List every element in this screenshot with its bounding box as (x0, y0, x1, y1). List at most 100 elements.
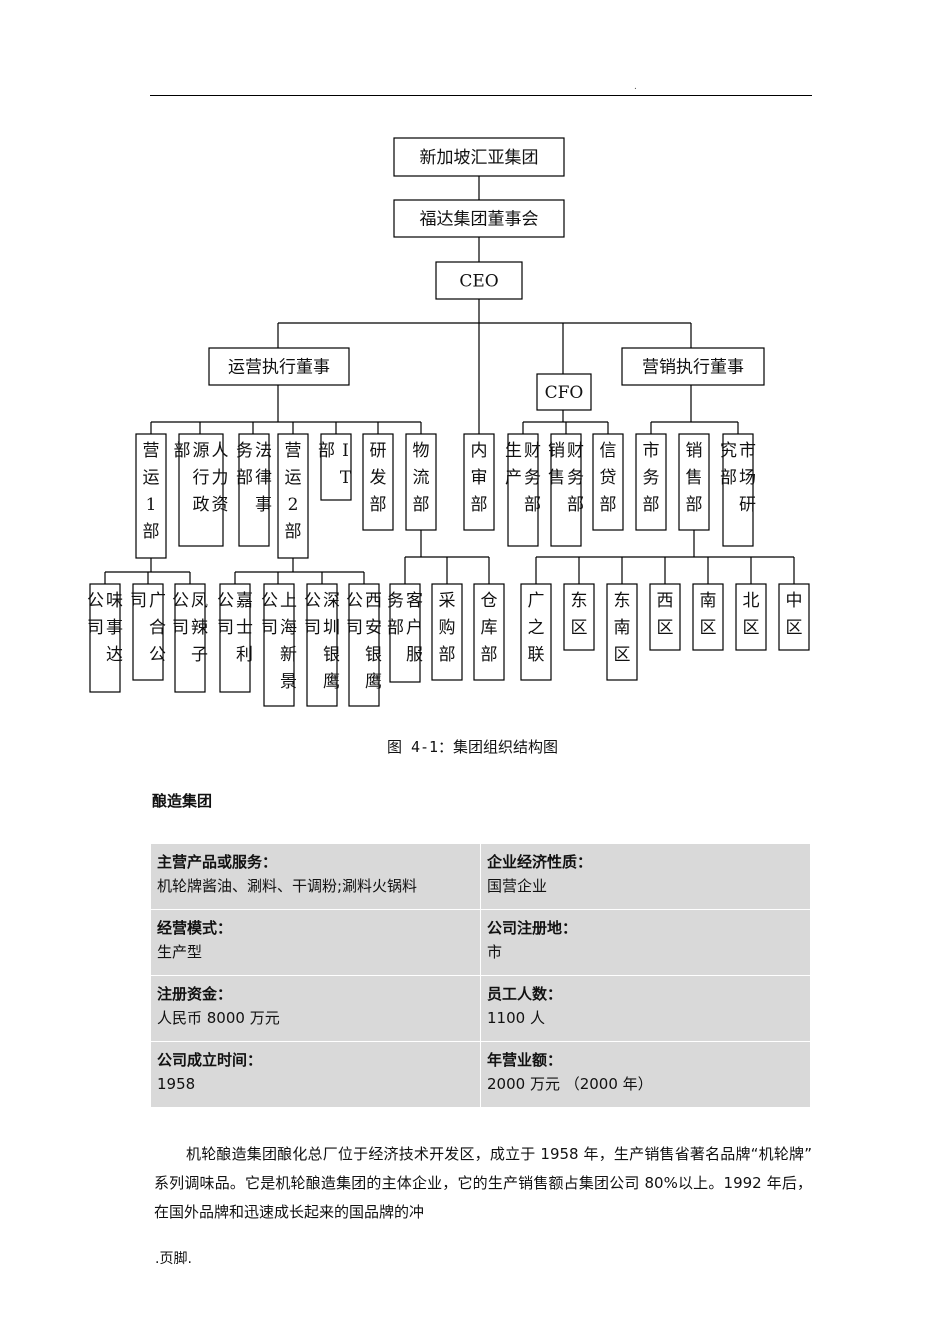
node-region-3-label: 东南区 (614, 591, 631, 665)
node-board: 福达集团董事会 (393, 199, 565, 238)
node-ops-unit-2-label: 人力资源行政部 (174, 441, 229, 515)
node-cfo-unit-3-label: 信贷部 (600, 441, 617, 515)
node-region-5: 南区 (692, 583, 724, 651)
info-value: 机轮牌酱油、涮料、干调粉;涮料火锅料 (157, 877, 418, 895)
node-region-2-label: 东区 (571, 591, 588, 638)
node-region-4-label: 西区 (657, 591, 674, 638)
info-label: 主营产品或服务： (157, 853, 278, 871)
node-ops2-company-1: 嘉士利公司 (217, 583, 253, 693)
info-value: 市 (487, 943, 503, 961)
info-cell: 注册资金： 人民币 8000 万元 (150, 975, 481, 1042)
node-ops-unit-6-label: 研发部 (370, 441, 387, 515)
node-region-1: 广之联 (520, 583, 552, 681)
node-region-5-label: 南区 (700, 591, 717, 638)
node-sales-unit-2: 销售部 (678, 433, 710, 531)
node-cfo-unit-2: 财务部销售 (548, 433, 584, 547)
node-top-group-label: 新加坡汇亚集团 (420, 148, 539, 168)
node-ops1-company-3-label: 凤辣子公司 (172, 591, 208, 665)
info-cell: 公司成立时间： 1958 (150, 1041, 481, 1108)
info-value: 国营企业 (487, 877, 548, 895)
info-cell: 经营模式： 生产型 (150, 909, 481, 976)
node-audit-label: 内审部 (471, 441, 488, 515)
org-chart-connectors (104, 176, 795, 584)
info-cell: 公司注册地： 市 (480, 909, 811, 976)
node-sales-unit-3-label: 市场研究部 (720, 441, 756, 515)
body-paragraph: 机轮酿造集团酿化总厂位于经济技术开发区，成立于 1958 年，生产销售省著名品牌… (154, 1145, 812, 1221)
node-cfo: CFO (536, 373, 592, 411)
node-region-3: 东南区 (606, 583, 638, 681)
info-value: 1958 (157, 1075, 196, 1093)
node-ops-unit-2: 人力资源行政部 (174, 433, 229, 547)
info-cell: 年营业额： 2000 万元 （2000 年） (480, 1041, 811, 1108)
node-ops2-company-4-label: 西安银鹰公司 (346, 591, 382, 692)
info-cell: 企业经济性质： 国营企业 (480, 843, 811, 910)
header-rule (150, 95, 812, 96)
node-ops1-company-2: 广合公司 (130, 583, 166, 681)
node-ops2-company-2-label: 上海新景公司 (261, 591, 297, 692)
info-label: 公司注册地： (487, 919, 578, 937)
node-cfo-unit-2-label: 财务部销售 (548, 441, 584, 515)
info-label: 员工人数： (487, 985, 563, 1003)
info-cell: 主营产品或服务： 机轮牌酱油、涮料、干调粉;涮料火锅料 (150, 843, 481, 910)
info-value: 2000 万元 （2000 年） (487, 1075, 653, 1093)
node-ops-unit-3-label: 法律事务部 (236, 441, 272, 515)
node-logistics-unit-2: 采购部 (431, 583, 463, 681)
node-ops-director-label: 运营执行董事 (228, 358, 330, 378)
node-cfo-unit-1-label: 财务部生产 (505, 441, 541, 515)
node-ops-unit-7-label: 物流部 (413, 441, 430, 515)
node-cfo-label: CFO (545, 383, 584, 403)
node-ops-unit-6: 研发部 (362, 433, 394, 531)
info-label: 年营业额： (487, 1051, 563, 1069)
node-ops-director: 运营执行董事 (208, 347, 350, 386)
info-value: 1100 人 (487, 1009, 545, 1027)
info-row: 公司成立时间： 1958 年营业额： 2000 万元 （2000 年） (150, 1041, 811, 1108)
info-value: 人民币 8000 万元 (157, 1009, 280, 1027)
node-top-group: 新加坡汇亚集团 (393, 137, 565, 177)
node-sales-unit-1: 市务部 (635, 433, 667, 531)
node-ops-unit-3: 法律事务部 (236, 433, 272, 547)
node-ops2-company-1-label: 嘉士利公司 (217, 591, 253, 665)
section-title: 酿造集团 (152, 792, 213, 810)
info-label: 注册资金： (157, 985, 233, 1003)
info-row: 主营产品或服务： 机轮牌酱油、涮料、干调粉;涮料火锅料 企业经济性质： 国营企业 (150, 843, 811, 910)
info-label: 公司成立时间： (157, 1051, 263, 1069)
node-audit: 内审部 (463, 433, 495, 531)
node-board-label: 福达集团董事会 (420, 210, 539, 230)
info-row: 注册资金： 人民币 8000 万元 员工人数： 1100 人 (150, 975, 811, 1042)
company-info-table: 主营产品或服务：机轮牌酱油、涮料、干调粉;涮料火锅料企业经济性质：国营企业经营模… (150, 843, 811, 1108)
node-sales-unit-2-label: 销售部 (686, 441, 703, 515)
node-ops2-company-3: 深圳银鹰公司 (304, 583, 340, 707)
info-label: 企业经济性质： (487, 853, 593, 871)
node-ceo-label: CEO (459, 272, 498, 292)
node-ops1-company-3: 凤辣子公司 (172, 583, 208, 693)
info-value: 生产型 (157, 943, 203, 961)
node-ceo: CEO (435, 261, 523, 300)
node-ops2-company-4: 西安银鹰公司 (346, 583, 382, 707)
node-logistics-unit-3: 仓库部 (473, 583, 505, 681)
node-sales-director: 营销执行董事 (621, 347, 765, 386)
info-label: 经营模式： (157, 919, 233, 937)
node-ops2-company-2: 上海新景公司 (261, 583, 297, 707)
node-ops1-company-1: 味事达公司 (87, 583, 123, 693)
node-sales-unit-1-label: 市务部 (643, 441, 660, 515)
node-ops-unit-7: 物流部 (405, 433, 437, 531)
node-ops1-company-2-label: 广合公司 (130, 591, 166, 665)
info-row: 经营模式： 生产型 公司注册地： 市 (150, 909, 811, 976)
node-region-6: 北区 (735, 583, 767, 651)
node-cfo-unit-3: 信贷部 (592, 433, 624, 531)
node-region-7: 中区 (778, 583, 810, 651)
info-cell: 员工人数： 1100 人 (480, 975, 811, 1042)
node-logistics-unit-2-label: 采购部 (439, 591, 456, 665)
page-footer: .页脚. (155, 1251, 192, 1267)
figure-caption: 图 4-1：集团组织结构图 (386, 738, 559, 756)
node-region-6-label: 北区 (743, 591, 760, 638)
node-logistics-unit-1-label: 客户服务部 (387, 591, 423, 665)
node-sales-unit-3: 市场研究部 (720, 433, 756, 547)
